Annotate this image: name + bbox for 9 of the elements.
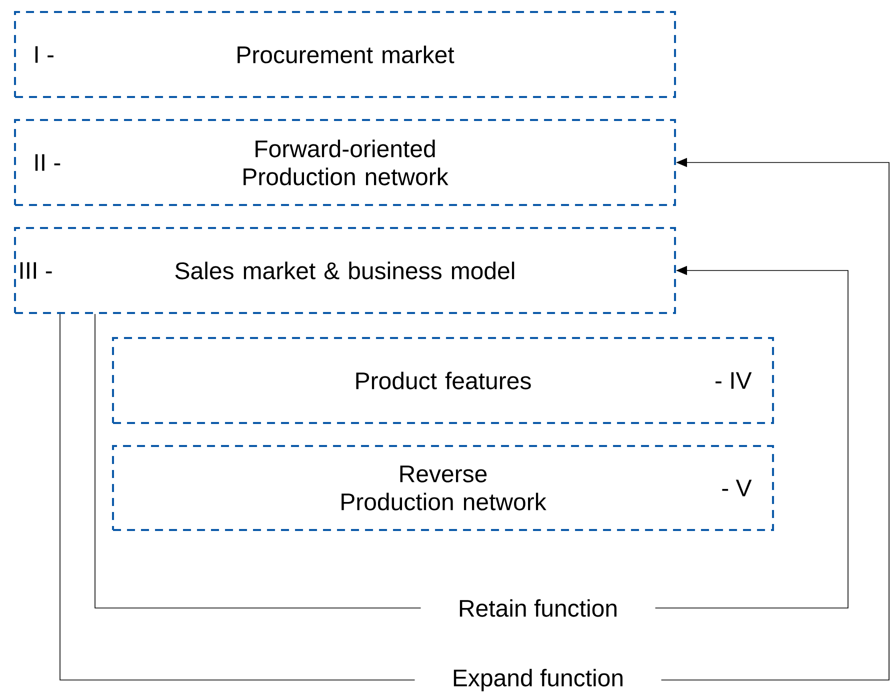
- roman-numeral: - V: [722, 480, 752, 496]
- function-label: Retain function: [460, 599, 616, 617]
- roman-numeral: III -: [20, 262, 52, 279]
- roman-numeral: I -: [35, 46, 54, 63]
- roman-numeral: - IV: [716, 372, 752, 389]
- connector-line: [60, 314, 416, 680]
- function-label: Expand function: [454, 668, 622, 692]
- roman-numeral: II -: [35, 154, 60, 171]
- connector-line: [94, 314, 422, 608]
